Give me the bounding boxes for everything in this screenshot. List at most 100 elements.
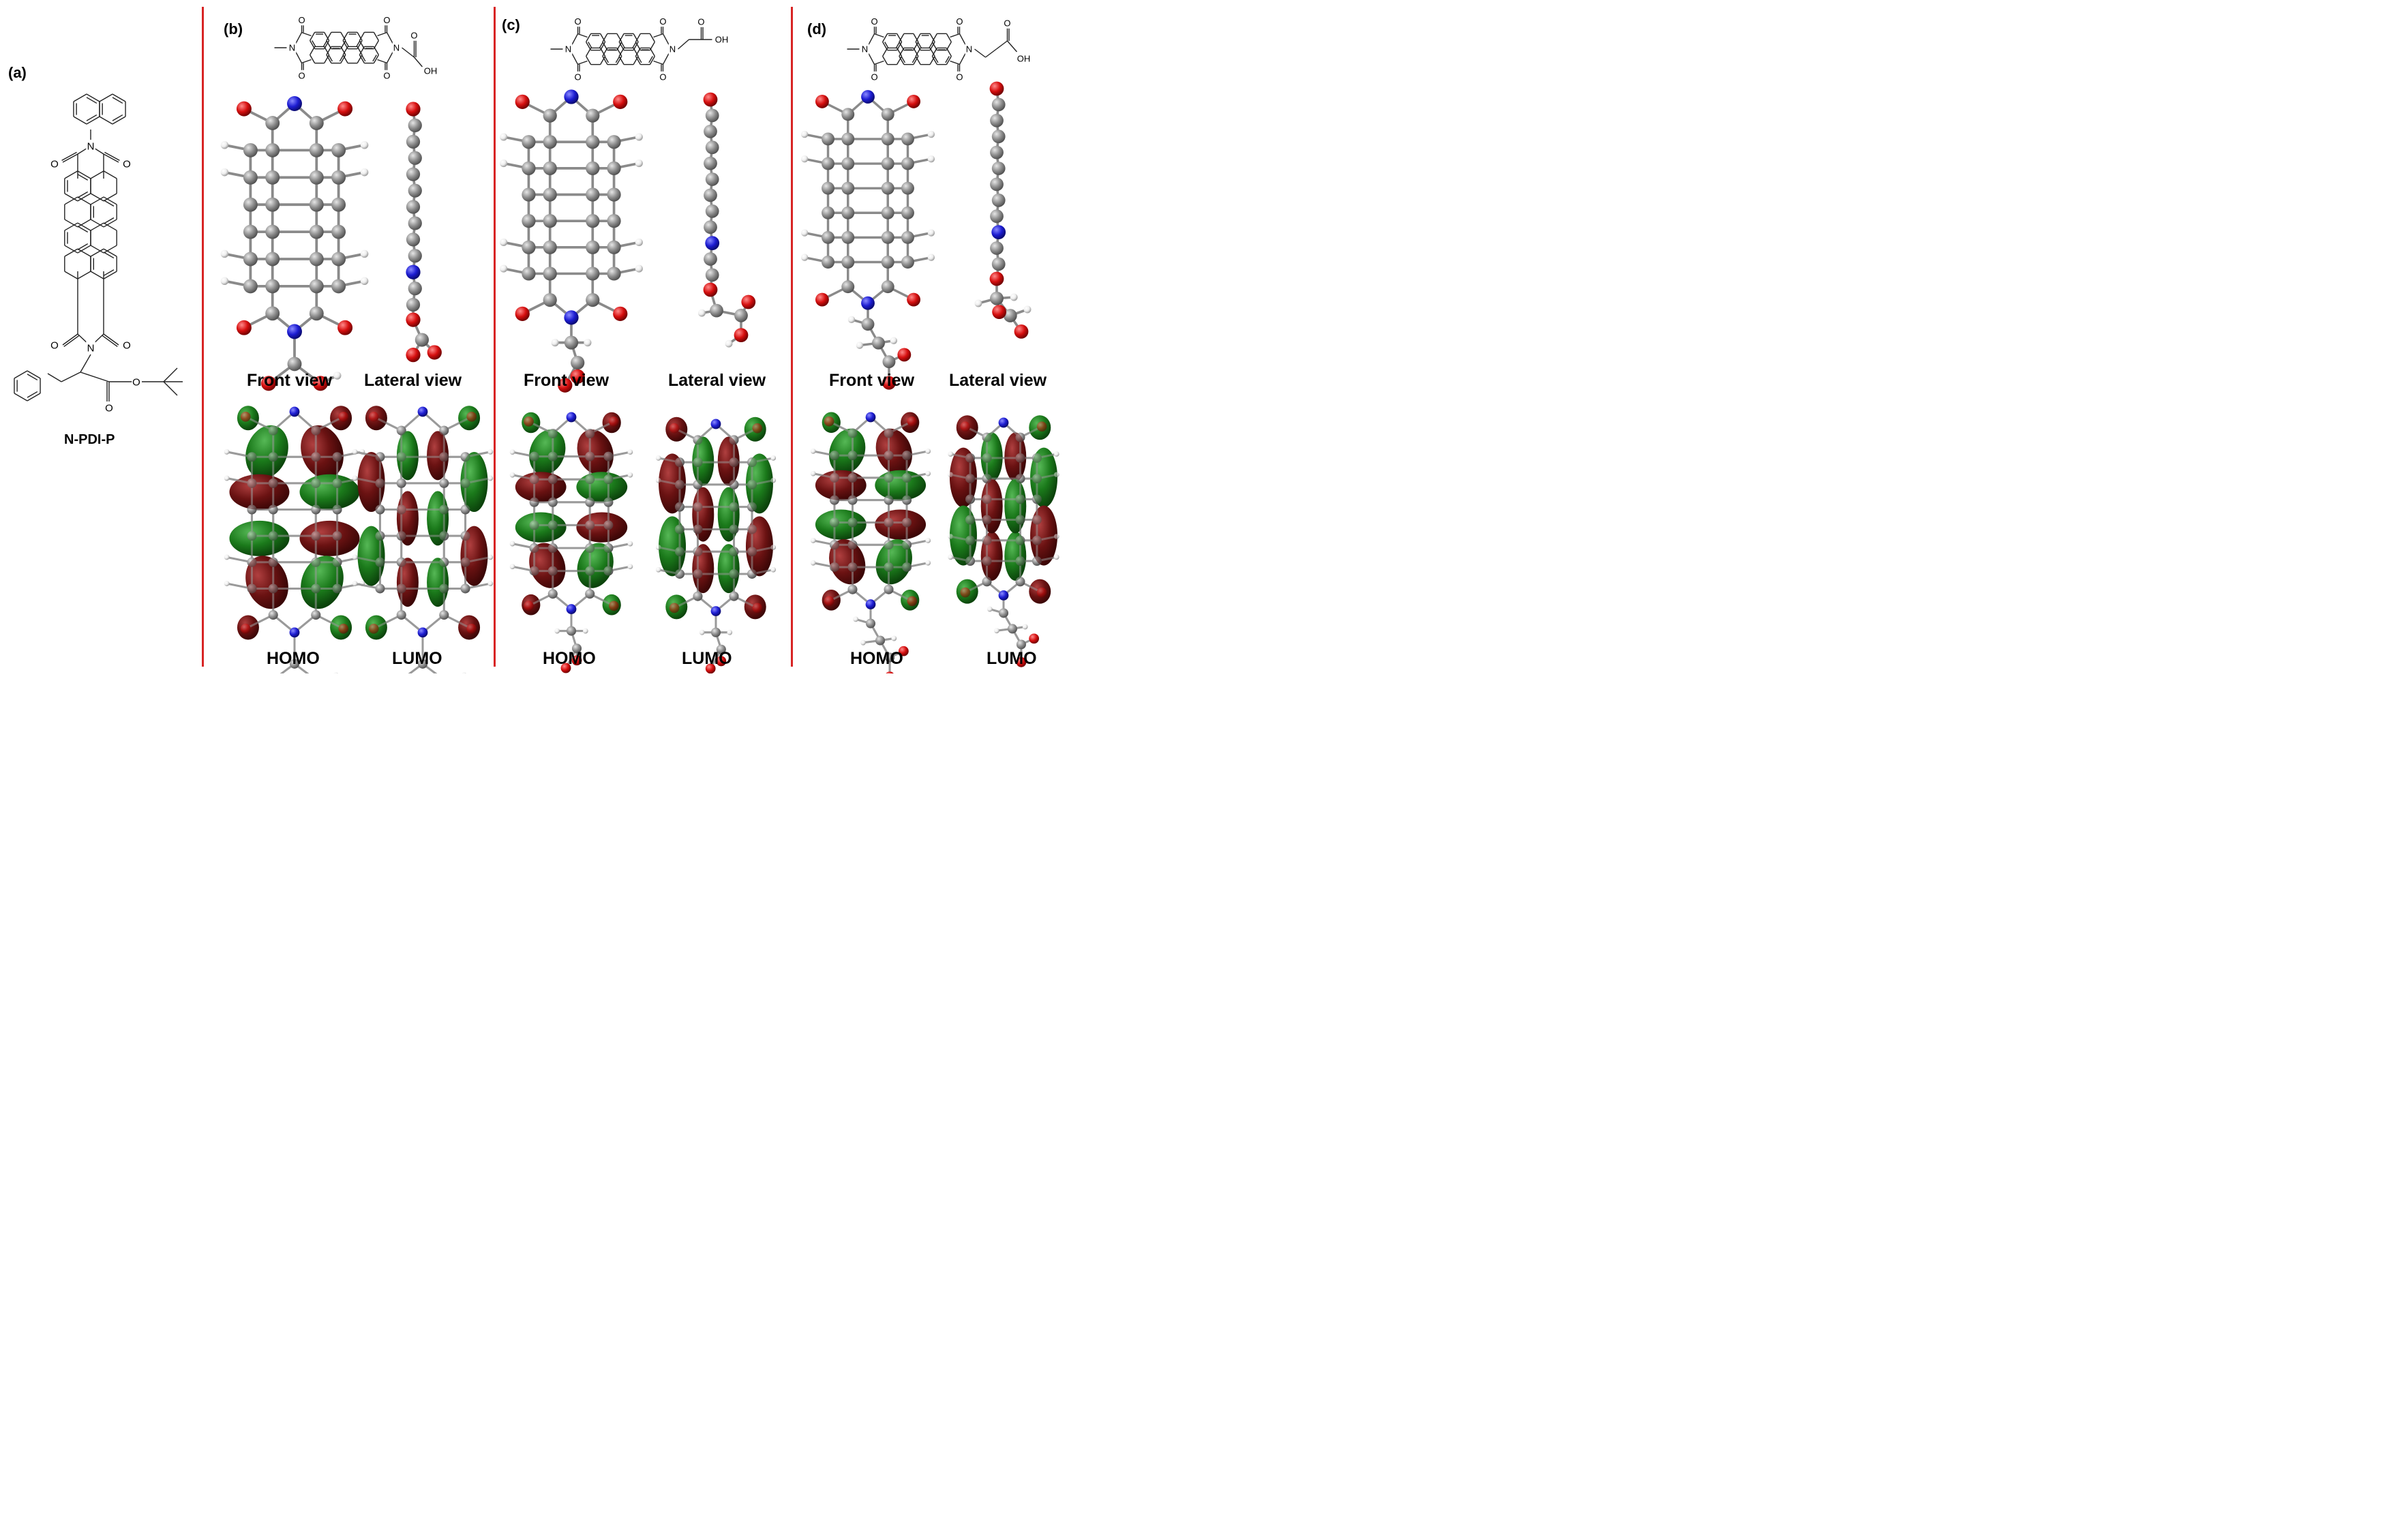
orbital-skeleton-atom [729,568,739,579]
bond [377,59,387,64]
orbital-skeleton-atom [289,627,300,638]
carbonyl-bond [62,333,78,346]
atom-o: O [132,376,140,388]
carbon-atom [309,306,324,321]
structure-d-core-lower-ring-inner-bond [912,56,917,63]
orbital-skeleton-atom [948,534,954,539]
structure-d-core-upper-ring-bond [913,33,919,42]
orbital-skeleton-atom [752,603,763,613]
atom-o-mask [870,71,879,82]
phenyl-bond [27,370,41,379]
carbon-atom [710,303,723,318]
carbon-atom [881,230,894,244]
orbital-lobe [717,487,740,542]
structure-b-core-lower-ring-bond [310,46,316,55]
carbon-atom [990,113,1004,127]
atom-o-mask [382,14,391,26]
oxygen-atom [815,94,829,108]
carbon-atom [822,230,834,244]
structure-c-core-lower-ring-bond [586,48,592,57]
structure-b-core-upper-ring-bond [357,32,363,41]
ball-stick-front-d [800,90,935,390]
orbital-skeleton-atom [439,504,449,515]
orbital-skeleton-atom [290,658,299,669]
carbon-atom [822,157,834,170]
structure-b-core-lower-ring-bond [357,46,363,55]
carbon-atom [607,214,621,228]
orbital-skeleton-atom [547,520,558,530]
orbital-skeleton-atom [247,452,257,462]
ball-stick-lateral-b [406,102,442,363]
orbital-skeleton-atom [853,616,859,622]
orbital-skeleton-atom [338,623,349,634]
carbon-atom [861,318,875,331]
carbon-atom [704,220,717,234]
structure-c-core-upper-ring-bond [618,33,624,42]
carbon-atom [309,224,324,239]
orbital-skeleton-atom [268,583,278,594]
orbital-skeleton-atom [669,603,680,613]
hydrogen-atom [635,238,643,247]
structure-d-core-lower-ring-bond [929,56,935,65]
carbon-atom [406,134,421,149]
orbital-skeleton-atom [368,623,379,634]
structure-d-core-upper-ring-bond [882,33,888,42]
structure-b-core-lower-ring-bond [324,46,330,55]
orbital-skeleton-atom [770,566,777,573]
orbital-skeleton-atom [1015,453,1025,463]
hydrogen-atom [927,229,935,237]
tbu-bond [163,381,178,396]
orbital-skeleton-atom [982,432,992,442]
orbital-skeleton-atom [982,494,992,504]
orbital-skeleton-atom [466,412,477,422]
orbital-skeleton-atom [289,406,300,417]
carbon-atom [991,257,1006,271]
structure-d-core-lower-ring-bond [913,56,919,65]
orbital-skeleton-atom [1032,556,1042,566]
atom-n-mask [288,42,297,53]
naphthalene-left-bond [86,116,100,125]
orbital-skeleton-atom [487,554,494,560]
ball-stick-front-b [220,96,369,391]
orbital-skeleton-atom [375,583,385,594]
structure-d-core-lower-ring-inner-bond [901,56,906,63]
orbital-skeleton-atom [1053,451,1059,457]
orbital-skeleton-atom [529,451,539,461]
carbonyl-bond [103,333,119,346]
orbital-skeleton-atom [1015,577,1025,587]
structure-b-core-upper-ring-inner-bond [322,40,328,48]
orbital-skeleton-atom [417,627,428,638]
carbon-atom [841,132,855,146]
orbital-skeleton-atom [529,497,539,507]
structure-c-core-lower-ring-bond [649,48,655,57]
orbital-stick [442,613,473,630]
orbital-skeleton-atom [585,429,595,438]
tbu-bond [163,367,178,382]
orbital-lobe [949,505,977,566]
structure-d-core-lower-ring-bond [897,56,903,65]
lateral-view-label-b: Lateral view [364,371,462,390]
orbital-skeleton-atom [770,545,777,550]
structure-d-core-lower-ring-bond [899,56,905,65]
orbital-skeleton-atom [375,478,385,488]
orbital-skeleton-atom [847,584,858,594]
carbon-atom [901,181,914,195]
atom-o: O [383,70,390,80]
structure-b-core-lower-ring-bond [324,55,330,63]
orbital-skeleton-atom [925,449,931,454]
structure-d-core-upper-ring-inner-bond [895,42,901,49]
carbon-atom [901,157,914,170]
orbital-skeleton-atom [824,596,834,607]
orbital-skeleton-atom [1053,472,1059,478]
carbon-atom [309,116,324,130]
structure-d-core-lower-ring-bond [882,48,888,57]
atom-o: O [383,15,390,25]
orbital-skeleton-atom [585,451,595,461]
carbon-atom [586,161,600,175]
pdi-core-left-ring-inner-bond [77,191,89,198]
pdi-core-left-ring-bond [77,196,91,205]
orbital-skeleton-atom [603,451,614,461]
orbital-skeleton-atom [729,524,739,534]
